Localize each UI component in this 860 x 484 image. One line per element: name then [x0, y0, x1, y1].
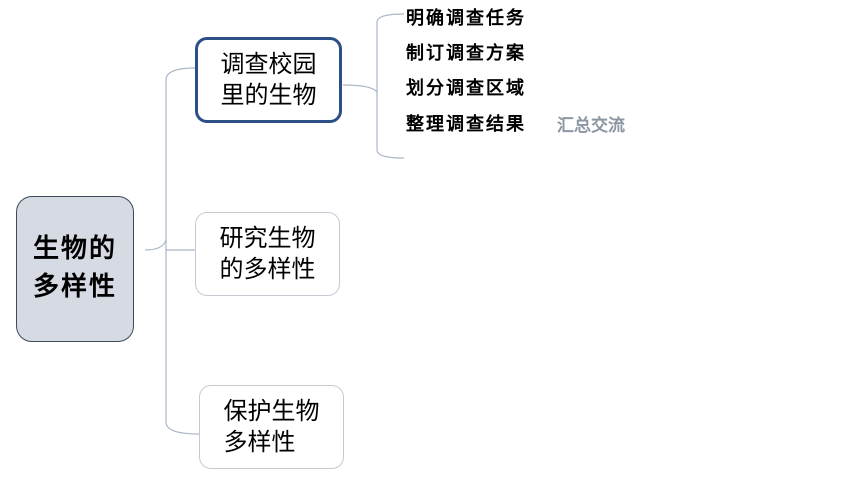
branch-label-study-diversity: 研究生物 的多样性	[219, 223, 316, 283]
root-to-branches-bracket	[144, 67, 196, 251]
summary-exchange-label: 汇总交流	[557, 116, 625, 136]
branch-label-protect-diversity: 保护生物 多样性	[223, 396, 320, 456]
branch-to-leaves-bracket	[342, 13, 405, 94]
branch-label-survey-campus: 调查校园 里的生物	[220, 49, 317, 109]
bracket-to-branch-3	[165, 240, 200, 435]
branch-node-protect-diversity: 保护生物 多样性	[199, 385, 344, 469]
leaf-divide-area: 划分调查区域	[406, 78, 526, 99]
leaves-bracket-lower	[376, 92, 405, 159]
leaf-organize-results: 整理调查结果	[406, 114, 526, 135]
root-label: 生物的 多样性	[32, 234, 117, 302]
branch-node-study-diversity: 研究生物 的多样性	[195, 212, 340, 296]
leaf-define-task: 明确调查任务	[406, 8, 526, 29]
branch-node-survey-campus: 调查校园 里的生物	[195, 37, 342, 123]
root-node: 生物的 多样性	[16, 196, 134, 342]
leaf-make-plan: 制订调查方案	[406, 43, 526, 64]
